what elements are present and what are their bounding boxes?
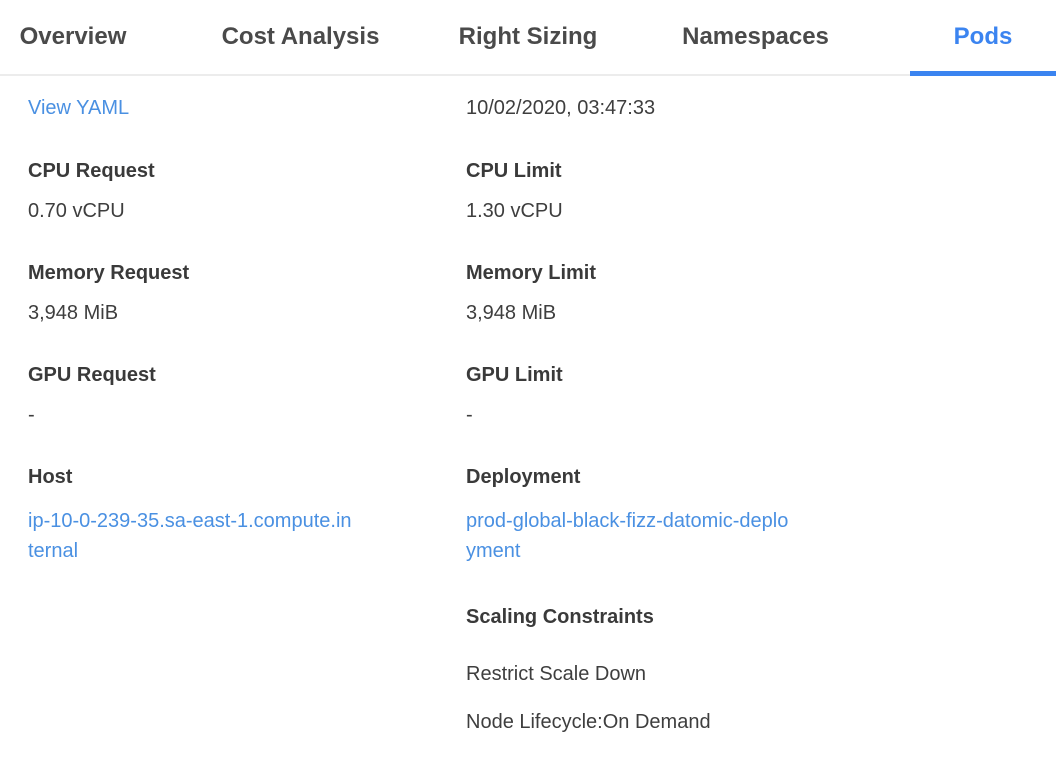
deployment-label: Deployment bbox=[466, 466, 581, 488]
scaling-constraints-label: Scaling Constraints bbox=[466, 606, 654, 628]
field-memory-request: Memory Request 3,948 MiB bbox=[28, 262, 466, 324]
view-yaml-link[interactable]: View YAML bbox=[28, 97, 130, 119]
gpu-limit-label: GPU Limit bbox=[466, 364, 563, 386]
cpu-limit-value: 1.30 vCPU bbox=[466, 200, 563, 222]
cpu-request-value: 0.70 vCPU bbox=[28, 200, 125, 222]
deployment-link[interactable]: prod-global-black-fizz-datomic-deploymen… bbox=[466, 510, 789, 562]
field-memory-limit: Memory Limit 3,948 MiB bbox=[466, 262, 1056, 324]
field-gpu-limit: GPU Limit - bbox=[466, 364, 1056, 426]
field-gpu-request: GPU Request - bbox=[28, 364, 466, 426]
tab-bar: Overview Cost Analysis Right Sizing Name… bbox=[0, 0, 1056, 76]
memory-limit-label: Memory Limit bbox=[466, 262, 597, 284]
host-label: Host bbox=[28, 466, 73, 488]
tab-pods[interactable]: Pods bbox=[910, 0, 1056, 76]
scaling-constraints-section: Scaling Constraints Restrict Scale Down … bbox=[466, 606, 1056, 733]
memory-request-label: Memory Request bbox=[28, 262, 190, 284]
field-deployment: Deployment prod-global-black-fizz-datomi… bbox=[466, 466, 1056, 566]
tab-overview[interactable]: Overview bbox=[19, 23, 127, 50]
details-left-column: View YAML CPU Request 0.70 vCPU Memory R… bbox=[28, 97, 466, 606]
host-link[interactable]: ip-10-0-239-35.sa-east-1.compute.interna… bbox=[28, 510, 352, 562]
field-host: Host ip-10-0-239-35.sa-east-1.compute.in… bbox=[28, 466, 466, 566]
tab-right-sizing[interactable]: Right Sizing bbox=[458, 23, 598, 50]
memory-limit-value: 3,948 MiB bbox=[466, 302, 557, 324]
gpu-request-value: - bbox=[28, 404, 35, 426]
pod-details-panel: View YAML CPU Request 0.70 vCPU Memory R… bbox=[0, 76, 1056, 733]
gpu-limit-value: - bbox=[466, 404, 473, 426]
details-right-column: 10/02/2020, 03:47:33 CPU Limit 1.30 vCPU… bbox=[466, 97, 1056, 733]
field-cpu-limit: CPU Limit 1.30 vCPU bbox=[466, 160, 1056, 222]
cpu-limit-label: CPU Limit bbox=[466, 160, 562, 182]
tab-namespaces[interactable]: Namespaces bbox=[682, 23, 829, 50]
cpu-request-label: CPU Request bbox=[28, 160, 155, 182]
scaling-constraint-restrict-scale-down: Restrict Scale Down bbox=[466, 663, 647, 685]
tab-cost-analysis[interactable]: Cost Analysis bbox=[221, 23, 380, 50]
pod-timestamp: 10/02/2020, 03:47:33 bbox=[466, 97, 656, 119]
memory-request-value: 3,948 MiB bbox=[28, 302, 119, 324]
gpu-request-label: GPU Request bbox=[28, 364, 156, 386]
field-cpu-request: CPU Request 0.70 vCPU bbox=[28, 160, 466, 222]
scaling-constraint-node-lifecycle: Node Lifecycle:On Demand bbox=[466, 711, 711, 733]
